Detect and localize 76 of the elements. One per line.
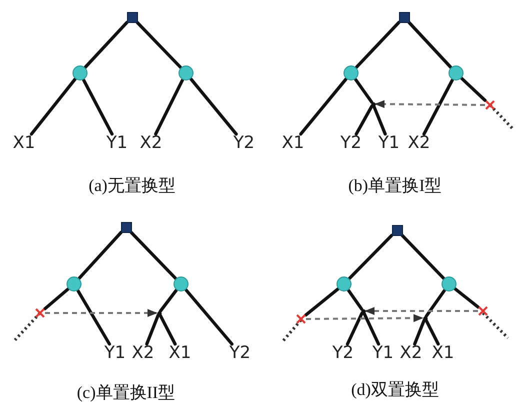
leaf-label: Y1 <box>372 344 394 363</box>
tree-line <box>76 289 111 346</box>
branch-node <box>66 276 82 292</box>
tree-line <box>158 288 178 313</box>
branch-node <box>441 276 457 292</box>
leaf-label: X1 <box>12 134 36 153</box>
tree-line <box>400 234 446 280</box>
root-square <box>120 222 132 232</box>
dashed-arrow <box>364 307 478 315</box>
root-square <box>392 224 402 236</box>
leaf-label: X1 <box>168 344 192 363</box>
leaf-label: Y2 <box>340 134 362 153</box>
tree-line <box>136 20 182 69</box>
leaf-label: Y1 <box>378 134 400 153</box>
tree-line <box>372 104 387 136</box>
panel-caption: (c)单置换II型 <box>76 383 176 402</box>
tree-line <box>158 314 177 346</box>
cross-mark <box>35 308 45 318</box>
cross-mark <box>485 100 495 110</box>
junction-point <box>156 310 162 316</box>
tree-line <box>408 20 452 69</box>
junction-point <box>422 316 428 320</box>
panel-caption: (b)单置换I型 <box>348 176 442 196</box>
cross-mark <box>478 306 488 316</box>
tree-line <box>354 104 374 136</box>
tree-line <box>78 230 123 280</box>
leaf-label: Y2 <box>233 134 255 153</box>
tree-line <box>424 288 446 318</box>
leaf-label: Y2 <box>229 344 251 363</box>
junction-point <box>370 102 376 106</box>
leaf-label: Y2 <box>332 344 354 363</box>
dashed-arrow <box>374 100 486 108</box>
tree-line <box>130 230 177 280</box>
cross-mark <box>296 314 306 324</box>
tree-line <box>84 20 128 69</box>
leaf-label: Y1 <box>106 134 128 153</box>
tree-line <box>154 78 184 136</box>
dashed-arrow <box>306 314 424 322</box>
tree-line <box>190 78 238 136</box>
tree-line <box>299 78 348 136</box>
leaf-label: X2 <box>408 134 430 153</box>
branch-node <box>448 65 464 81</box>
panel-caption: (d)双置换型 <box>351 380 439 400</box>
root-square <box>126 12 138 22</box>
panel-caption: (a)无置换型 <box>88 176 176 196</box>
tree-line <box>30 78 77 136</box>
tree-line <box>413 318 426 346</box>
tree-line <box>82 78 114 136</box>
tree-line <box>43 288 70 310</box>
tree-line <box>354 78 374 104</box>
tree-line <box>454 287 480 309</box>
dashed-arrow <box>45 309 158 317</box>
tree-line <box>354 20 400 69</box>
tree-line <box>184 288 234 346</box>
tree-line <box>145 314 160 346</box>
tree-line <box>362 312 380 346</box>
branch-node <box>343 65 359 81</box>
branch-node <box>178 65 194 81</box>
tree-line <box>422 78 454 136</box>
tree-line <box>460 76 487 102</box>
leaf-label: X1 <box>432 344 454 363</box>
tree-line <box>347 288 364 311</box>
leaf-label: X2 <box>140 134 162 153</box>
tree-line <box>424 318 440 346</box>
tree-line <box>346 312 364 346</box>
leaf-label: X1 <box>282 134 304 153</box>
root-square <box>398 12 410 22</box>
tree-line <box>304 288 340 316</box>
tree-line <box>348 234 394 280</box>
leaf-label: Y1 <box>104 344 126 363</box>
leaf-label: X2 <box>132 344 154 363</box>
branch-node <box>72 65 88 81</box>
junction-point <box>360 308 366 314</box>
leaf-label: X2 <box>400 344 422 363</box>
branch-node <box>173 276 189 292</box>
branch-node <box>336 276 352 292</box>
